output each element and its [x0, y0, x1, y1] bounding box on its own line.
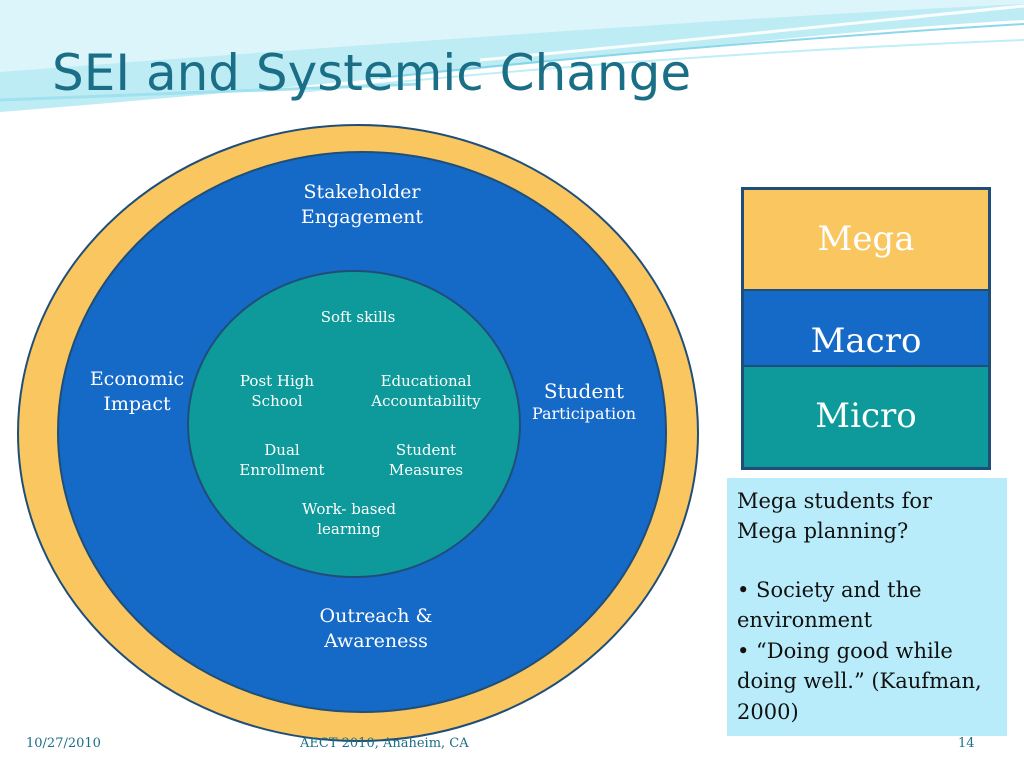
label-work-based-learning: Work- based learning	[302, 500, 396, 538]
label-dual-enrollment: Dual Enrollment	[239, 441, 325, 479]
note-box: Mega students for Mega planning? • Socie…	[727, 478, 1007, 736]
label-student-participation: Student Participation	[522, 378, 646, 425]
footer-date: 10/27/2010	[26, 736, 101, 751]
label-student: Student	[543, 379, 625, 403]
label-stakeholder-engagement: Stakeholder Engagement	[300, 181, 424, 228]
note-bullet-2: • “Doing good while doing well.” (Kaufma…	[737, 638, 982, 724]
slide-title: SEI and Systemic Change	[52, 44, 692, 102]
label-post-high-school: Post High School	[239, 372, 315, 410]
label-economic-impact: Economic Impact	[89, 368, 185, 415]
footer-page-number: 14	[958, 736, 975, 751]
header-decoration	[0, 0, 1024, 112]
footer-event: AECT 2010, Anaheim, CA	[300, 736, 469, 751]
levels-stack: Mega Macro Micro	[741, 187, 991, 470]
label-student-measures: Student Measures	[388, 441, 464, 479]
note-question: Mega students for Mega planning?	[737, 489, 933, 544]
level-macro: Macro	[744, 291, 988, 365]
label-participation: Participation	[531, 404, 637, 423]
label-outreach-awareness: Outreach & Awareness	[319, 605, 433, 652]
micro-circle	[187, 270, 521, 578]
level-micro: Micro	[744, 367, 988, 467]
label-soft-skills: Soft skills	[320, 308, 396, 326]
label-educational-accountability: Educational Accountability	[371, 372, 481, 410]
note-bullet-1: • Society and the environment	[737, 577, 922, 633]
level-mega: Mega	[744, 190, 988, 289]
